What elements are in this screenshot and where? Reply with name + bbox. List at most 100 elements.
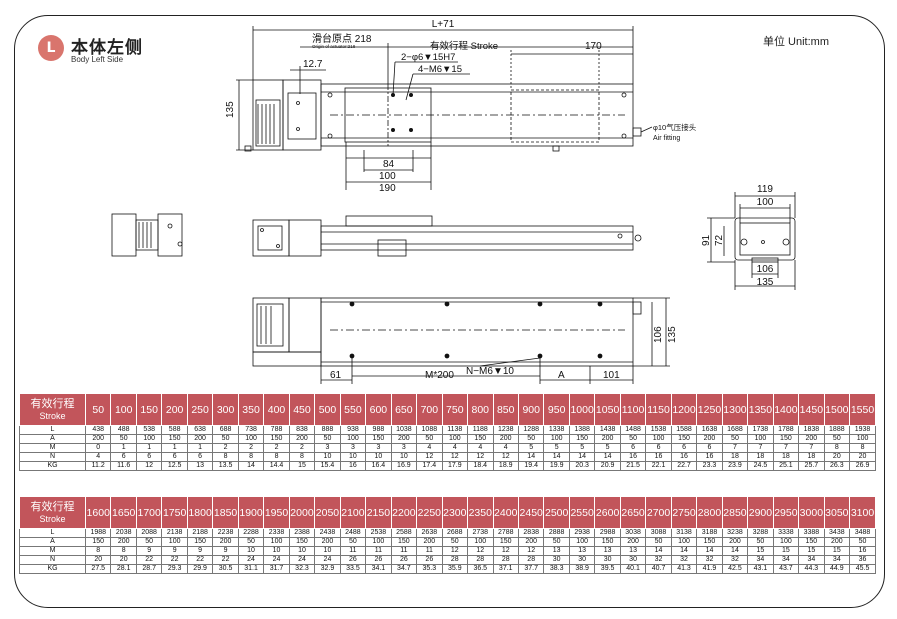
stroke-header-cell: 1450 <box>798 393 825 426</box>
table-cell: 100 <box>772 537 800 547</box>
stroke-header-cell: 2650 <box>619 496 647 529</box>
table-cell: 28 <box>517 555 545 565</box>
table-cell: 15.4 <box>314 461 341 471</box>
table-cell: 14 <box>237 461 265 471</box>
table-cell: 41.3 <box>670 564 698 574</box>
stroke-header-cell: 2200 <box>390 496 418 529</box>
table-cell: 100 <box>670 537 698 547</box>
table-cell: 37.1 <box>492 564 519 574</box>
table-cell: 100 <box>339 434 367 444</box>
unit-label: 单位 Unit:mm <box>763 36 829 48</box>
table-cell: 6 <box>135 452 163 462</box>
table-cell: 3138 <box>670 528 698 538</box>
table-cell: 688 <box>212 425 239 435</box>
table-cell: 20.3 <box>568 461 596 471</box>
stroke-header-cell: 2600 <box>594 496 621 529</box>
table-cell: 37.7 <box>517 564 545 574</box>
table-cell: 6 <box>645 443 672 453</box>
dim-106-end: 106 <box>757 264 774 275</box>
table-cell: 50 <box>747 537 774 547</box>
table-cell: 20.9 <box>594 461 621 471</box>
stroke-header-cell: 2850 <box>721 496 749 529</box>
dim-84: 84 <box>383 159 395 170</box>
stroke-header-cell: 250 <box>186 393 214 426</box>
table-cell: 6 <box>186 452 214 462</box>
table-cell: 488 <box>110 425 137 435</box>
air-fitting-en: Air fitting <box>653 135 680 142</box>
table-cell: 13 <box>568 546 596 556</box>
table-cell: 28.1 <box>110 564 137 574</box>
dim-61: 61 <box>330 370 342 381</box>
table-cell: 12 <box>135 461 163 471</box>
table-cell: 35.3 <box>416 564 443 574</box>
dim-nm6: N−M6▼10 <box>466 366 514 377</box>
page-frame <box>14 15 885 608</box>
stroke-header-en: Stroke <box>39 513 66 524</box>
table-cell: 11 <box>390 546 418 556</box>
table-cell: 8 <box>263 452 290 462</box>
table-cell: 2888 <box>543 528 570 538</box>
table-cell: 2938 <box>568 528 596 538</box>
table-cell: 1838 <box>798 425 825 435</box>
stroke-header-cell: 50 <box>84 393 112 426</box>
table-cell: 20 <box>110 555 137 565</box>
table-cell: 3388 <box>798 528 825 538</box>
table-cell: 43.1 <box>747 564 774 574</box>
table-cell: 8 <box>110 546 137 556</box>
table-cell: 1888 <box>823 425 851 435</box>
stroke-header-cell: 2700 <box>645 496 672 529</box>
table-cell: 200 <box>492 434 519 444</box>
table-cell: 8 <box>237 452 265 462</box>
dim-m200: M*200 <box>425 370 454 381</box>
table-cell: 12 <box>492 546 519 556</box>
table-cell: 29.9 <box>186 564 214 574</box>
table-cell: 11.6 <box>110 461 137 471</box>
air-fitting-cn: φ10气压接头 <box>653 122 697 132</box>
table-cell: 40.7 <box>645 564 672 574</box>
table-cell: 100 <box>237 434 265 444</box>
table-cell: 2038 <box>110 528 137 538</box>
dim-119: 119 <box>757 184 773 195</box>
table-cell: 150 <box>186 537 214 547</box>
dim-72: 72 <box>714 234 725 246</box>
table-cell: 16 <box>645 452 672 462</box>
hole-spec-1: 2−φ6▼15H7 <box>401 52 455 63</box>
table-cell: 988 <box>365 425 392 435</box>
table-cell: 150 <box>390 537 418 547</box>
table-cell: 24 <box>314 555 341 565</box>
table-cell: 5 <box>594 443 621 453</box>
table-cell: 11 <box>416 546 443 556</box>
table-cell: 200 <box>619 537 647 547</box>
table-cell: 4 <box>492 443 519 453</box>
row-label: L <box>19 528 86 538</box>
stroke-header-cell: 1800 <box>186 496 214 529</box>
table-cell: 200 <box>696 434 723 444</box>
dim-135-end: 135 <box>757 277 774 288</box>
dim-overall: L+71 <box>432 19 455 30</box>
table-cell: 25.1 <box>772 461 800 471</box>
table-cell: 34.1 <box>365 564 392 574</box>
table-cell: 30 <box>543 555 570 565</box>
table-cell: 3 <box>314 443 341 453</box>
stroke-header-cell: 1750 <box>161 496 188 529</box>
table-cell: 200 <box>823 537 851 547</box>
stroke-header-cell: 1000 <box>568 393 596 426</box>
stroke-header-cell: 200 <box>161 393 188 426</box>
table-cell: 15 <box>823 546 851 556</box>
stroke-header-cell: 800 <box>467 393 494 426</box>
technical-drawing: L+71 滑台原点 218 Origin of actuator:218 有效行… <box>111 19 796 384</box>
table-cell: 12 <box>416 452 443 462</box>
stroke-header-cell: 600 <box>365 393 392 426</box>
table-cell: 7 <box>772 443 800 453</box>
table-cell: 100 <box>645 434 672 444</box>
table-cell: 13 <box>543 546 570 556</box>
stroke-header-cell: 2350 <box>467 496 494 529</box>
table-cell: 12.5 <box>161 461 188 471</box>
table-cell: 7 <box>798 443 825 453</box>
dim-100-end: 100 <box>757 197 774 208</box>
table-cell: 50 <box>416 434 443 444</box>
